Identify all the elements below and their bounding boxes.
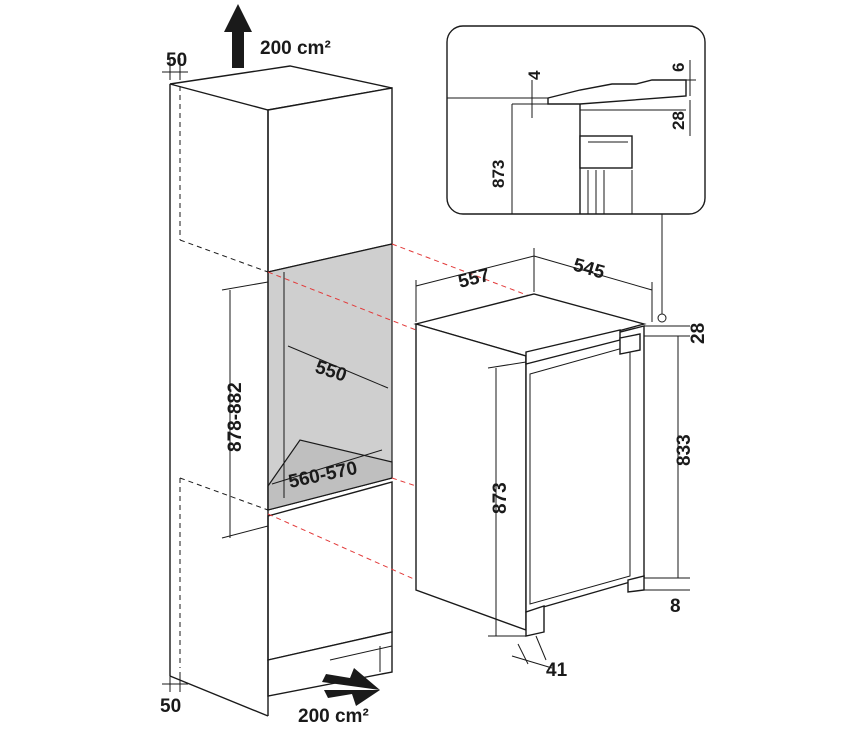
- niche-height-ext-top: [221, 281, 269, 291]
- airflow-top-shaft: [232, 30, 244, 68]
- detail-gap-label: 4: [525, 70, 544, 80]
- clearance-top-dim: 50: [162, 50, 188, 80]
- clearance-bottom-label: 50: [160, 696, 181, 717]
- detail-inset: 4 6 28 873: [446, 25, 706, 215]
- airflow-in-arrow-icon: [322, 668, 380, 706]
- appliance-side: [415, 323, 527, 631]
- appliance-foot-left: [525, 605, 545, 637]
- appliance-foot-label: 8: [670, 596, 681, 617]
- appliance-door-height-label: 873: [490, 482, 511, 514]
- guide-lines: [267, 243, 541, 581]
- appliance-foot-dim: 8: [644, 577, 690, 617]
- depth-total-line: [415, 255, 535, 287]
- detail-strip-label: 28: [669, 111, 688, 130]
- appliance-door-height-dim: 873: [487, 361, 527, 637]
- door-offset-ext-b: [535, 635, 547, 661]
- guide-line-3: [391, 477, 417, 487]
- cabinet: [169, 65, 393, 717]
- door-height-ext-top: [487, 361, 527, 369]
- depth-body-line: [533, 255, 653, 291]
- appliance-door-offset-dim: 41: [511, 635, 568, 681]
- door-offset-ext-a: [517, 643, 529, 665]
- detail-height-label: 873: [489, 160, 508, 188]
- airflow-bottom: 200 cm²: [298, 668, 380, 727]
- cabinet-back-dash-bottom-shelf: [179, 477, 269, 511]
- plinth-inner: [329, 645, 393, 661]
- cabinet-bottom-left: [169, 675, 269, 717]
- niche-width-line: [271, 449, 383, 485]
- appliance: [413, 293, 647, 637]
- detail-ledge-label: 6: [669, 63, 688, 72]
- appliance-hinge: [619, 333, 641, 355]
- detail-strip: [547, 79, 687, 105]
- appliance-door-offset-label: 41: [546, 660, 568, 681]
- clearance-top-label: 50: [166, 50, 187, 71]
- appliance-body-height-dim: 833: [674, 336, 695, 578]
- airflow-bottom-label: 200 cm²: [298, 706, 369, 727]
- cabinet-back-dash-top-shelf: [179, 239, 269, 273]
- niche-height-dim: 878-882: [221, 281, 269, 539]
- cabinet-lower-front: [267, 481, 393, 661]
- niche-height-label: 878-882: [225, 382, 246, 452]
- detail-callout-marker: [657, 313, 667, 323]
- appliance-body-height-label: 833: [674, 434, 695, 466]
- appliance-depth-body-label: 545: [571, 255, 608, 284]
- appliance-depth-total-label: 557: [456, 265, 492, 293]
- airflow-top: 200 cm²: [224, 4, 331, 68]
- guide-line-4: [267, 513, 417, 581]
- niche-height-ext-bottom: [221, 525, 269, 539]
- niche-depth-line: [287, 345, 389, 389]
- cabinet-upper-front: [267, 87, 393, 273]
- appliance-door-inner: [529, 345, 631, 605]
- appliance-door: [525, 325, 645, 613]
- airflow-top-label: 200 cm²: [260, 38, 331, 59]
- door-offset-line: [511, 655, 553, 669]
- detail-hinge-box: [579, 135, 633, 169]
- appliance-strip-label: 28: [688, 323, 709, 344]
- airflow-up-arrow-icon: [224, 4, 252, 32]
- clearance-bottom-dim: 50: [160, 672, 188, 717]
- detail-inset-frame: [446, 25, 706, 215]
- appliance-strip-dim: 28: [644, 214, 709, 344]
